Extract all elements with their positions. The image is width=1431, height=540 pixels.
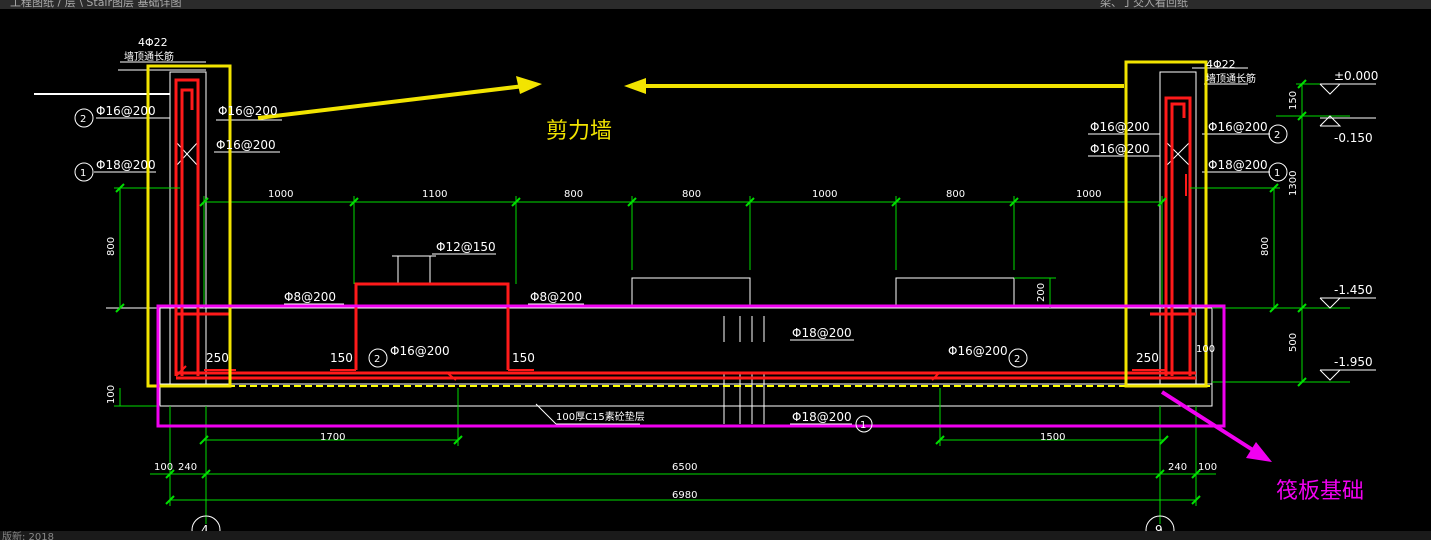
bubble-label: 2 <box>1014 354 1020 365</box>
dim-hook-250-r: 250 <box>1136 351 1159 365</box>
axis-mark-left: 4 <box>201 523 209 537</box>
label-slab-phi18-top: Φ18@200 <box>792 326 852 340</box>
dim-left-800: 800 <box>106 237 117 256</box>
bubble-label: 2 <box>374 354 380 365</box>
bubble-label: 2 <box>80 114 86 125</box>
stub-box-1 <box>631 277 751 309</box>
label-slab-phi16-r: Φ16@200 <box>948 344 1008 358</box>
concrete-outline <box>106 67 1248 424</box>
label-l-phi16-b: Φ16@200 <box>218 104 278 118</box>
annotation-arrows <box>257 76 1272 462</box>
label-l-phi18: Φ18@200 <box>96 158 156 172</box>
dim-b-6980: 6980 <box>672 490 697 501</box>
bubble-label: 2 <box>1274 130 1280 141</box>
dim-hook-150-r: 150 <box>512 351 535 365</box>
top-bar-right-text: 梁、丁交人看回纸 <box>1100 0 1188 9</box>
label-cushion: 100厚C15素砼垫层 <box>556 410 645 423</box>
beam-stub <box>355 283 509 309</box>
dim-v-1300: 1300 <box>1288 171 1299 196</box>
label-top-right-bars: 4Φ22 <box>1206 58 1236 71</box>
dim-right-100: 100 <box>1196 344 1215 355</box>
dim-top-2: 1100 <box>422 189 447 200</box>
dim-b-100-r: 100 <box>1198 462 1217 473</box>
label-r-phi16-a: Φ16@200 <box>1090 120 1150 134</box>
elevation-labels: ±0.000 -0.150 -1.450 -1.950 <box>1334 69 1378 369</box>
dim-1700: 1700 <box>320 432 345 443</box>
dimension-lines <box>114 83 1350 524</box>
dim-top-7: 1000 <box>1076 189 1101 200</box>
label-slab-phi16-l: Φ16@200 <box>390 344 450 358</box>
beam-rebar <box>354 282 510 370</box>
elev-1450: -1.450 <box>1334 283 1373 297</box>
dim-beam-200: 200 <box>1036 283 1047 302</box>
top-window-bar: 工程图纸 / 层 \ Stair图层 基础详图 梁、丁交人看回纸 <box>0 0 1431 9</box>
dim-b-240-l: 240 <box>178 462 197 473</box>
dim-right-800: 800 <box>1260 237 1271 256</box>
dim-top-6: 800 <box>946 189 965 200</box>
dim-top-1: 1000 <box>268 189 293 200</box>
label-r-phi18: Φ18@200 <box>1208 158 1268 172</box>
label-beam-phi8-r: Φ8@200 <box>530 290 582 304</box>
raft-foundation-annotation: 筏板基础 <box>1276 479 1364 504</box>
label-top-left-note: 墙顶通长筋 <box>124 50 174 63</box>
dim-b-6500: 6500 <box>672 462 697 473</box>
dim-b-240-r: 240 <box>1168 462 1187 473</box>
left-wall-rebar-inner <box>180 88 194 376</box>
bubbles <box>74 108 1288 540</box>
dim-1500: 1500 <box>1040 432 1065 443</box>
elevation-markers <box>1319 83 1376 381</box>
label-r-phi16-c: Φ16@200 <box>1208 120 1268 134</box>
dim-v-500: 500 <box>1288 333 1299 352</box>
label-l-phi16-a: Φ16@200 <box>96 104 156 118</box>
dimension-ticks <box>115 79 1307 505</box>
dimension-labels: 1000 1100 800 800 1000 800 1000 800 800 … <box>106 91 1299 501</box>
bubble-label: 1 <box>80 168 86 179</box>
right-wall-rebar-outer <box>1164 96 1192 376</box>
raft-highlight <box>156 304 1226 428</box>
top-bar-left-text: 工程图纸 / 层 \ Stair图层 基础详图 <box>10 0 182 9</box>
dim-top-4: 800 <box>682 189 701 200</box>
bubble-label: 1 <box>860 420 866 431</box>
leader-lines <box>94 61 1270 425</box>
cushion-layer-outline <box>159 383 1213 407</box>
shear-wall-annotation: 剪力墙 <box>546 119 612 144</box>
rebar-hooks <box>175 174 1187 381</box>
label-top-right-note: 墙顶通长筋 <box>1206 72 1256 85</box>
elev-0000: ±0.000 <box>1334 69 1378 83</box>
dim-top-5: 1000 <box>812 189 837 200</box>
rebar <box>174 78 1196 380</box>
label-r-phi16-b: Φ16@200 <box>1090 142 1150 156</box>
label-beam-phi8-l: Φ8@200 <box>284 290 336 304</box>
bubble-labels: 2 1 2 1 2 2 1 4 9 <box>80 114 1280 537</box>
label-top-left-bars: 4Φ22 <box>138 36 168 49</box>
status-text: 版新: 2018 <box>2 532 54 540</box>
dim-hook-150-l: 150 <box>330 351 353 365</box>
right-wall-rebar-inner <box>1170 102 1186 376</box>
stub-box-2 <box>895 277 1015 309</box>
status-bar: 版新: 2018 <box>0 531 1431 540</box>
dim-left-100: 100 <box>106 385 117 404</box>
label-beam-phi12: Φ12@150 <box>436 240 496 254</box>
shear-wall-highlight-right <box>1124 60 1208 388</box>
dim-top-3: 800 <box>564 189 583 200</box>
elev-1950: -1.950 <box>1334 355 1373 369</box>
axis-mark-right: 9 <box>1155 523 1163 537</box>
label-slab-phi18-bot: Φ18@200 <box>792 410 852 424</box>
left-wall-rebar-outer <box>174 78 200 376</box>
dim-b-100-l: 100 <box>154 462 173 473</box>
bubble-label: 1 <box>1274 168 1280 179</box>
dim-v-150: 150 <box>1288 91 1299 110</box>
label-l-phi16-c: Φ16@200 <box>216 138 276 152</box>
rebar-labels: 4Φ22 墙顶通长筋 4Φ22 墙顶通长筋 Φ16@200 Φ16@200 Φ1… <box>96 36 1268 424</box>
shear-wall-highlight-left <box>146 64 232 388</box>
dim-hook-250-l: 250 <box>206 351 229 365</box>
x-marks <box>175 141 1191 167</box>
elev-0150: -0.150 <box>1334 131 1373 145</box>
